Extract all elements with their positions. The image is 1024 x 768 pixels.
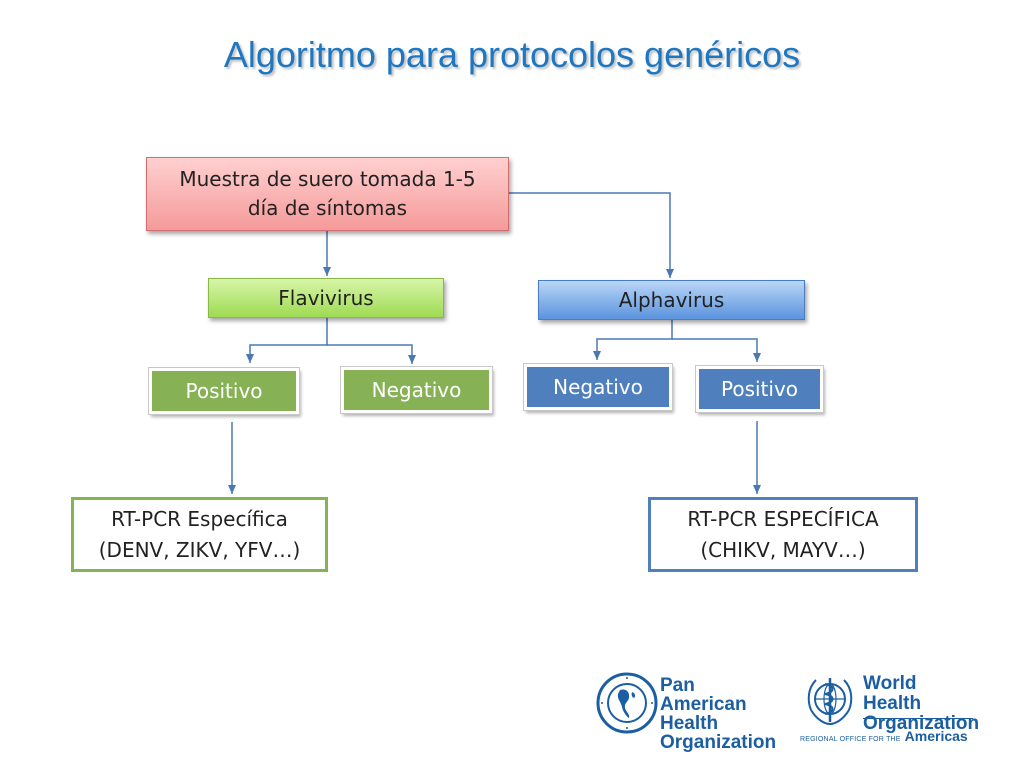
who-divider [863,718,973,719]
paho-emblem-icon [596,672,658,734]
alphavirus-rtpcr-line2: (CHIKV, MAYV…) [700,537,866,562]
who-wordmark: World Health Organization [863,673,979,734]
paho-line1: Pan American [660,675,747,715]
flavivirus-rtpcr-line1: RT-PCR Específica [111,506,288,531]
flavivirus-rtpcr-line2: (DENV, ZIKV, YFV…) [98,537,301,562]
connector-alphavirus-positive [672,338,761,362]
serum-sample-line2: día de síntomas [247,196,408,220]
alphavirus-rtpcr-box: RT-PCR ESPECÍFICA (CHIKV, MAYV…) [648,497,918,572]
paho-wordmark: Pan American Health Organization [660,676,785,752]
flavivirus-rtpcr-box: RT-PCR Específica (DENV, ZIKV, YFV…) [71,497,328,572]
connector-alphavirus-split [593,320,673,360]
alphavirus-negative-box: Negativo [523,363,673,411]
who-regional-big: Americas [904,728,968,744]
footer-logos: Pan American Health Organization World H… [596,668,979,752]
who-line1: World Health [863,673,922,714]
serum-sample-box: Muestra de suero tomada 1-5 día de sínto… [146,157,509,231]
who-regional-office: REGIONAL OFFICE FOR THE Americas [800,728,974,744]
connector-flavivirus-split [246,318,328,363]
paho-line3: Organization [660,732,777,753]
page-title: Algoritmo para protocolos genéricos [223,34,801,75]
serum-sample-line1: Muestra de suero tomada 1-5 [179,167,476,191]
connector-flavivirus-negative [327,344,416,364]
flavivirus-box: Flavivirus [208,278,444,318]
arrow-start-to-alphavirus [509,192,674,278]
alphavirus-rtpcr-line1: RT-PCR ESPECÍFICA [687,506,879,531]
who-emblem-icon [807,678,853,726]
flavivirus-positive-box: Positivo [148,367,300,415]
flavivirus-negative-box: Negativo [340,366,493,414]
paho-line2: Health [660,713,719,734]
who-regional-small: REGIONAL OFFICE FOR THE [800,736,901,743]
alphavirus-box: Alphavirus [538,280,805,320]
alphavirus-positive-box: Positivo [695,365,824,413]
